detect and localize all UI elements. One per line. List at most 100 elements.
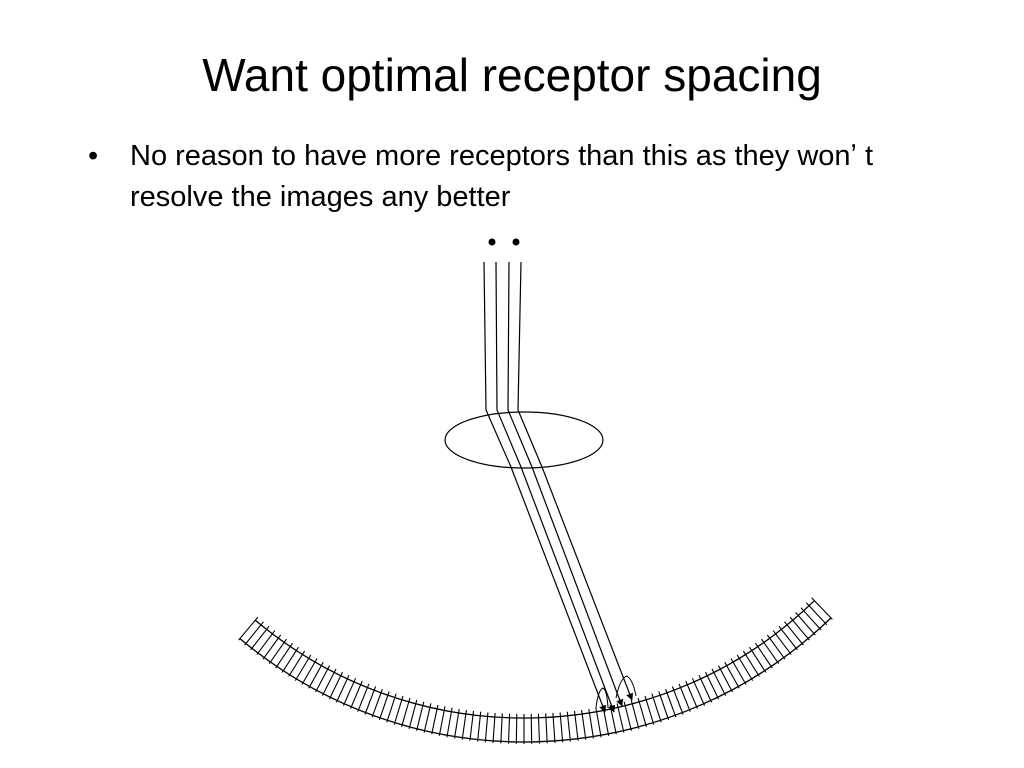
photoreceptor — [691, 677, 706, 706]
lens-icon — [444, 411, 604, 469]
photoreceptor — [492, 712, 496, 743]
ray-1 — [483, 261, 607, 713]
photoreceptor — [778, 625, 798, 651]
photoreceptor — [755, 642, 773, 669]
photoreceptor — [500, 713, 503, 744]
bullet-item: • No reason to have more receptors than … — [84, 136, 944, 218]
photoreceptor — [609, 704, 617, 735]
photoreceptor — [623, 701, 632, 731]
retina — [239, 600, 832, 743]
slide-title: Want optimal receptor spacing — [202, 49, 822, 101]
photoreceptor — [453, 708, 460, 739]
photoreceptor — [342, 677, 357, 706]
photoreceptor — [717, 665, 733, 693]
ray-2 — [495, 261, 616, 713]
photoreceptor — [730, 658, 747, 685]
photoreceptor — [461, 709, 467, 740]
photoreceptor — [275, 642, 293, 669]
photoreceptor — [262, 634, 282, 660]
photoreceptor — [559, 712, 564, 743]
photoreceptor — [678, 683, 691, 712]
photoreceptor — [630, 699, 640, 730]
photoreceptor — [581, 709, 587, 740]
photoreceptor — [637, 697, 647, 727]
photoreceptor — [386, 693, 397, 723]
photoreceptor — [658, 691, 670, 720]
photoreceptor — [477, 711, 482, 742]
photoreceptor — [724, 661, 740, 689]
photoreceptor — [616, 703, 625, 733]
photoreceptor — [515, 713, 518, 744]
photoreceptor — [335, 674, 350, 703]
photoreceptor — [789, 616, 810, 641]
photoreceptor — [772, 630, 792, 655]
photoreceptor — [671, 686, 684, 715]
photoreceptors — [238, 597, 833, 744]
photoreceptor — [507, 713, 511, 744]
ray-3 — [507, 261, 624, 707]
photoreceptor — [328, 671, 343, 700]
photoreceptor — [698, 674, 713, 703]
photoreceptor — [315, 665, 331, 693]
photoreceptor — [308, 661, 324, 689]
photoreceptor — [761, 638, 780, 665]
photoreceptor — [811, 597, 833, 620]
photoreceptor — [530, 713, 533, 744]
photoreceptor — [795, 612, 816, 636]
photoreceptor — [321, 668, 337, 696]
retina-outer-arc — [239, 617, 832, 743]
photoreceptor — [371, 688, 383, 718]
retina-inner-arc — [254, 600, 815, 719]
photoreceptor — [749, 646, 767, 673]
photoreceptor — [644, 695, 655, 725]
photoreceptor — [438, 706, 446, 736]
ray-4 — [517, 261, 634, 701]
photoreceptor — [685, 680, 699, 709]
light-rays — [483, 261, 634, 713]
photoreceptor — [705, 671, 720, 700]
photoreceptor — [469, 710, 475, 741]
photoreceptor — [250, 625, 270, 651]
photoreceptor — [301, 658, 318, 685]
photoreceptor — [281, 646, 299, 673]
photoreceptor — [256, 630, 276, 655]
photoreceptor — [784, 621, 804, 646]
photoreceptor — [364, 686, 377, 715]
photoreceptor — [742, 650, 760, 677]
photoreceptor — [545, 713, 548, 744]
photoreceptor — [736, 654, 754, 681]
bullet-list: • No reason to have more receptors than … — [84, 136, 944, 218]
photoreceptor — [484, 712, 489, 743]
image-blur-spots — [595, 675, 637, 709]
photoreceptor — [423, 703, 432, 733]
photoreceptor — [408, 699, 418, 730]
object-point-right — [512, 238, 520, 246]
photoreceptor — [349, 680, 363, 709]
photoreceptor — [244, 621, 264, 646]
bullet-text: No reason to have more receptors than th… — [130, 140, 874, 213]
photoreceptor — [416, 701, 425, 731]
photoreceptor — [805, 602, 828, 626]
photoreceptor — [573, 710, 579, 741]
photoreceptor — [537, 713, 541, 744]
photoreceptor — [401, 697, 411, 727]
photoreceptor — [357, 683, 370, 712]
photoreceptor — [665, 688, 677, 718]
object-point-left — [488, 238, 496, 246]
photoreceptor — [294, 654, 312, 681]
photoreceptor — [595, 707, 602, 738]
photoreceptor — [800, 607, 822, 631]
bullet-dot-icon: • — [88, 140, 99, 172]
photoreceptor — [588, 708, 595, 739]
photoreceptor — [552, 712, 556, 743]
photoreceptor — [766, 634, 786, 660]
photoreceptor — [602, 706, 610, 736]
photoreceptor — [651, 693, 662, 723]
photoreceptor — [431, 704, 439, 735]
photoreceptor — [446, 707, 453, 738]
photoreceptor — [711, 668, 727, 696]
photoreceptor — [268, 638, 287, 665]
photoreceptor — [378, 691, 390, 720]
